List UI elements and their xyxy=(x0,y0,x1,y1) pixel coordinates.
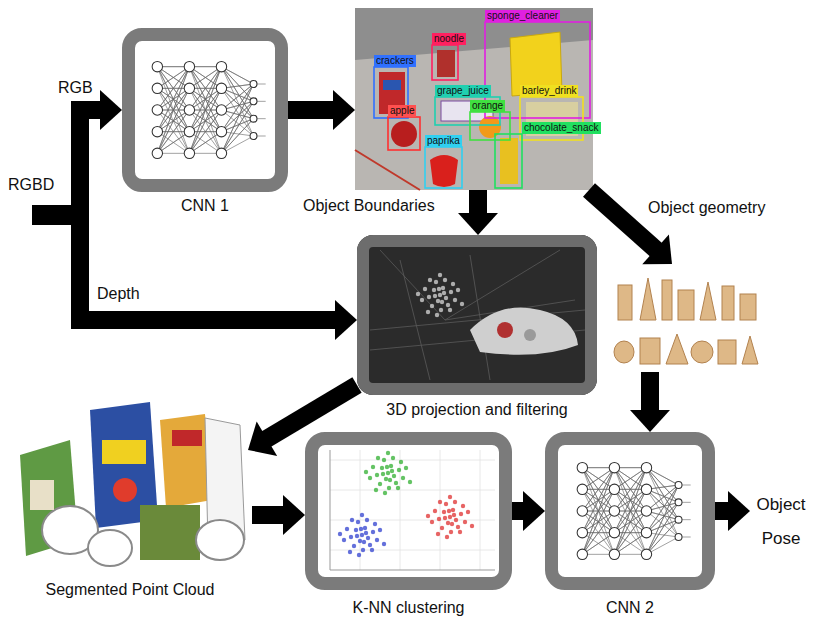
arrow-shaft xyxy=(512,502,524,520)
arrow-shaft xyxy=(252,506,284,524)
object-tag: orange xyxy=(470,100,505,112)
object-tag: grape_juice xyxy=(435,85,491,97)
arrow-shaft xyxy=(72,110,101,215)
block-arrow xyxy=(72,215,357,340)
arrow-head xyxy=(248,422,277,456)
object-tag: sponge_cleaner xyxy=(485,10,560,22)
arrow-head xyxy=(523,491,545,531)
edge-label: RGB xyxy=(56,78,95,97)
arrow-shaft xyxy=(715,502,729,520)
node-heading: Object Boundaries xyxy=(303,196,435,215)
projection-box: 3D projection and filtering xyxy=(357,235,597,395)
node-heading: 3D projection and filtering xyxy=(386,400,567,419)
object-tag: apple xyxy=(388,105,416,117)
arrow-shaft xyxy=(589,190,656,250)
arrow-shaft xyxy=(469,190,487,214)
output-text: Object Pose xyxy=(752,488,810,556)
arrow-head xyxy=(458,213,498,235)
arrow-head xyxy=(100,90,122,130)
object-tag: paprika xyxy=(425,135,462,147)
input-block: RGBD xyxy=(32,205,72,225)
arrow-shaft xyxy=(641,372,659,411)
arrow-shaft xyxy=(72,215,336,320)
object-tag: chocolate_snack xyxy=(522,122,601,134)
block-arrow xyxy=(715,491,750,531)
clustering-box: K-NN clustering xyxy=(305,432,512,590)
object-tag: noodle xyxy=(432,33,466,45)
arrow-head xyxy=(283,495,305,535)
block-arrow xyxy=(248,385,357,456)
arrow-head xyxy=(335,300,357,340)
node-heading: Segmented Point Cloud xyxy=(46,580,215,599)
block-arrow xyxy=(252,495,305,535)
arrow-head xyxy=(333,90,355,130)
cnn-box: CNN 2 xyxy=(545,432,715,590)
node-heading: CNN 2 xyxy=(606,598,654,617)
block-arrow xyxy=(512,491,545,531)
node-heading: K-NN clustering xyxy=(352,598,464,617)
object-tag: crackers xyxy=(374,55,416,67)
node-heading: Object geometry xyxy=(648,198,765,217)
arrow-shaft xyxy=(288,101,334,119)
node-heading: CNN 1 xyxy=(181,196,229,215)
block-arrow xyxy=(630,372,670,432)
block-arrow xyxy=(72,90,122,215)
node-heading: RGBD xyxy=(8,175,54,194)
object-tag: barley_drink xyxy=(520,85,578,97)
edge-label: Depth xyxy=(95,284,142,303)
arrow-head xyxy=(728,491,750,531)
arrow-head xyxy=(630,410,670,432)
geometry-image: Object geometry xyxy=(612,268,762,372)
block-arrow xyxy=(458,190,498,235)
point-cloud-image: Segmented Point Cloud xyxy=(8,400,252,572)
block-arrow xyxy=(288,90,355,130)
arrow-head xyxy=(642,234,672,264)
cnn-box: CNN 1 xyxy=(122,28,288,192)
detection-image: Object Boundaries xyxy=(355,8,593,190)
output-label: Object Pose xyxy=(752,488,810,556)
